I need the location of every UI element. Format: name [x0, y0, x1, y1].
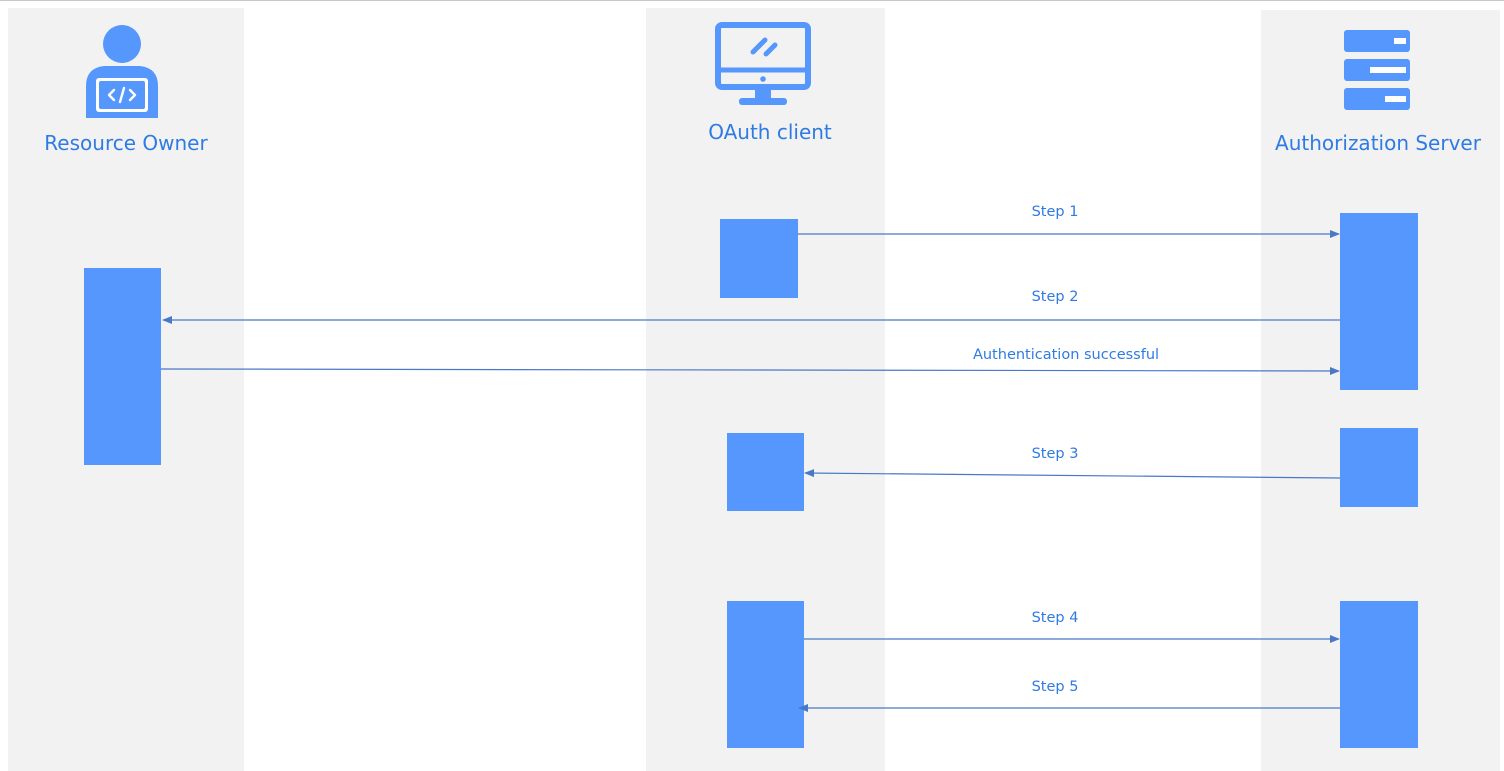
server-activation-1 [1340, 213, 1418, 390]
message-label-step-5: Step 5 [1031, 679, 1079, 695]
server-activation-3 [1340, 601, 1418, 748]
client-activation-3 [727, 601, 804, 748]
message-label-step-1: Step 1 [1031, 204, 1079, 220]
authorization-server-title: Authorization Server [1275, 131, 1481, 155]
message-label-step-4: Step 4 [1031, 610, 1079, 626]
oauth-client-title: OAuth client [708, 120, 832, 144]
top-border [0, 0, 1504, 1]
message-label-authentication-successful: Authentication successful [972, 347, 1160, 363]
message-label-step-2: Step 2 [1031, 289, 1079, 305]
client-activation-2 [727, 433, 804, 511]
message-label-step-3: Step 3 [1031, 446, 1079, 462]
monitor-icon [715, 22, 811, 105]
arrow-step-3 [804, 469, 1341, 479]
arrow-authentication-successful [160, 366, 1340, 375]
owner-activation [84, 268, 161, 465]
client-activation-1 [720, 219, 798, 298]
server-icon [1344, 30, 1410, 110]
user-laptop-icon [86, 25, 158, 118]
resource-owner-title: Resource Owner [44, 131, 208, 155]
server-activation-2 [1340, 428, 1418, 507]
